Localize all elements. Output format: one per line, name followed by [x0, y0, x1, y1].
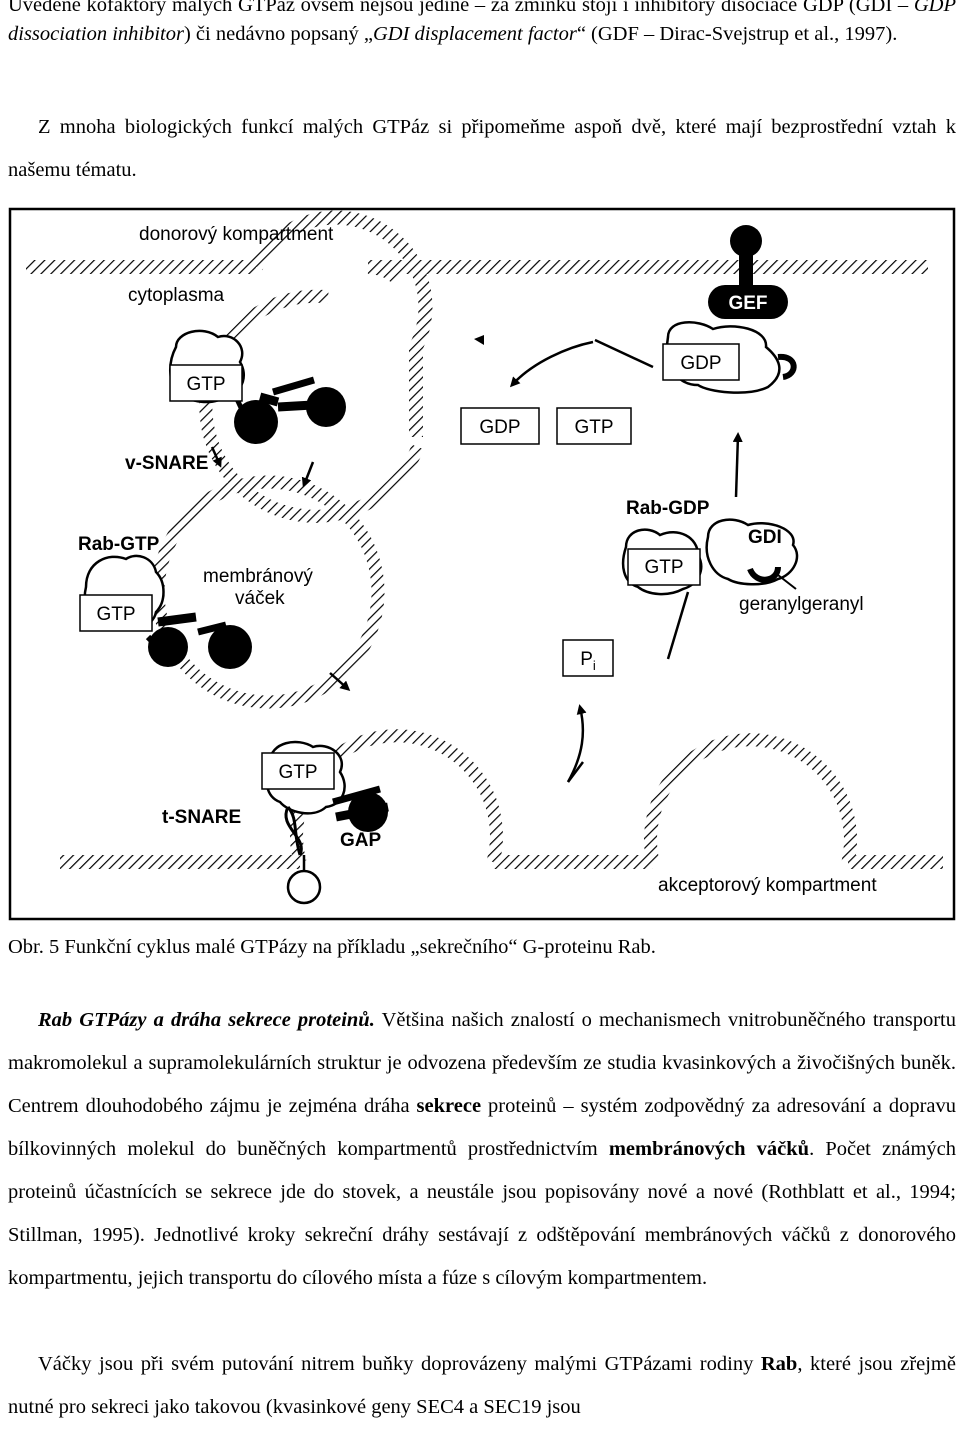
bold-term: sekrece: [416, 1095, 482, 1117]
cytoplasm-label: cytoplasma: [128, 285, 225, 306]
rab-cycle-diagram: GEF: [8, 207, 956, 921]
vesicle-label-line2: váček: [235, 588, 285, 609]
pi-box: [562, 639, 614, 677]
text-segment: ) či nedávno popsaný „: [183, 23, 373, 45]
v-snare-label: v-SNARE: [125, 453, 208, 474]
pi-label: Pi: [580, 649, 596, 673]
gtp-bottom-box: [261, 752, 335, 790]
gdp-mid-box: [460, 407, 540, 445]
gef-protein: GEF: [708, 225, 788, 319]
geranylgeranyl-label: geranylgeranyl: [739, 594, 864, 615]
gtp-right-label: GTP: [644, 557, 683, 578]
gtp-top-box: [169, 364, 243, 402]
figure-rab-cycle: GEF: [8, 207, 958, 921]
text-segment: proteinů – systém zodpovědný za adresová…: [8, 1095, 956, 1160]
rab-gdp-label: Rab-GDP: [626, 498, 710, 519]
paragraph-vesicles: Váčky jsou při svém putování nitrem buňk…: [8, 1343, 956, 1429]
gtp-left-label: GTP: [96, 604, 135, 625]
text-segment: Většina našich znalostí o mechanismech v…: [8, 1009, 956, 1117]
italic-term: GDP dissociation inhibitor: [8, 0, 956, 45]
rab-gtp-label: Rab-GTP: [78, 534, 160, 555]
vesicle-label-line1: membránový: [203, 566, 313, 587]
text-segment: Váčky jsou při svém putování nitrem buňk…: [38, 1353, 761, 1375]
gap-label: GAP: [340, 830, 382, 851]
gtp-left-box: [79, 594, 153, 632]
acceptor-membrane: [60, 729, 943, 869]
cycle-arrows: [210, 335, 743, 783]
gtp-mid-label: GTP: [574, 417, 613, 438]
donor-membrane: [26, 210, 928, 437]
section-heading: Rab GTPázy a dráha sekrece proteinů.: [38, 1009, 375, 1031]
paragraph-functions: Z mnoha biologických funkcí malých GTPáz…: [8, 116, 956, 181]
gdp-top-box: [662, 343, 740, 381]
donor-compartment-label: donorový kompartment: [139, 224, 334, 245]
gtp-mid-box: [556, 407, 632, 445]
gef-label: GEF: [728, 293, 767, 314]
figure-caption: Obr. 5 Funkční cyklus malé GTPázy na pří…: [8, 936, 656, 958]
t-snare-label: t-SNARE: [162, 807, 241, 828]
bold-term: Rab: [760, 1353, 798, 1375]
paragraph-intro: Uvedené kofaktory malých GTPáz ovšem nej…: [8, 0, 956, 49]
bold-term: membránových váčků: [608, 1138, 810, 1160]
gtp-right-box: [627, 548, 701, 586]
paragraph-rab-secretion: Rab GTPázy a dráha sekrece proteinů. Vět…: [8, 999, 956, 1300]
text-segment: . Počet známých proteinů účastnících se …: [8, 1138, 956, 1289]
gtp-top-label: GTP: [186, 374, 225, 395]
acceptor-compartment-label: akceptorový kompartment: [658, 875, 877, 896]
gdp-mid-label: GDP: [479, 417, 520, 438]
gdi-label: GDI: [748, 527, 782, 548]
text-segment: Uvedené kofaktory malých GTPáz ovšem nej…: [8, 0, 914, 16]
gtp-bottom-label: GTP: [278, 762, 317, 783]
italic-term: GDI displacement factor: [372, 23, 577, 45]
gdp-top-label: GDP: [680, 353, 721, 374]
text-segment: , které jsou zřejmě nutné pro sekreci ja…: [8, 1353, 956, 1418]
text-segment: “ (GDF – Dirac-Svejstrup et al., 1997).: [576, 23, 898, 45]
